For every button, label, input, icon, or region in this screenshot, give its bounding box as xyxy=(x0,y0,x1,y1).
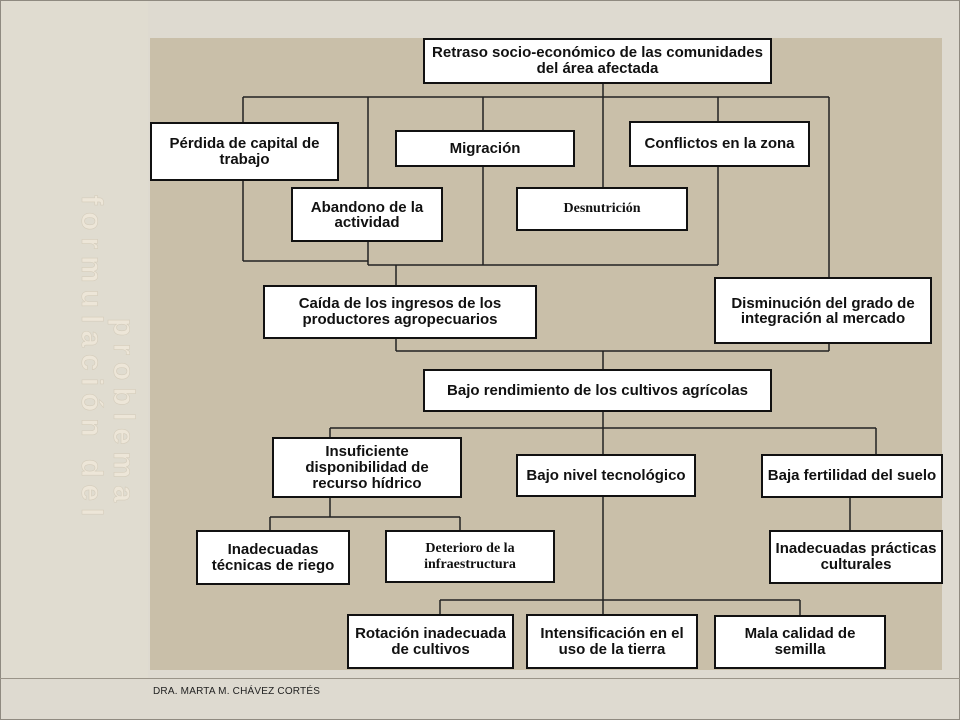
box-abandono: Abandono de la actividad xyxy=(291,187,443,242)
box-rotacion: Rotación inadecuada de cultivos xyxy=(347,614,514,669)
box-migracion: Migración xyxy=(395,130,575,167)
box-tecnicas-riego: Inadecuadas técnicas de riego xyxy=(196,530,350,585)
footer-author: DRA. MARTA M. CHÁVEZ CORTÉS xyxy=(153,686,321,697)
box-perdida-capital: Pérdida de capital de trabajo xyxy=(150,122,339,181)
box-intensificacion: Intensificación en el uso de la tierra xyxy=(526,614,698,669)
box-top-effect: Retraso socio-económico de las comunidad… xyxy=(423,38,772,84)
box-baja-fertilidad: Baja fertilidad del suelo xyxy=(761,454,943,498)
box-mala-semilla: Mala calidad de semilla xyxy=(714,615,886,669)
box-deterioro-infra: Deterioro de la infraestructura xyxy=(385,530,555,583)
box-bajo-tecnologico: Bajo nivel tecnológico xyxy=(516,454,696,497)
box-desnutricion: Desnutrición xyxy=(516,187,688,231)
box-conflictos: Conflictos en la zona xyxy=(629,121,810,167)
box-central-problem: Bajo rendimiento de los cultivos agrícol… xyxy=(423,369,772,412)
vertical-title-line1: formulación del xyxy=(75,195,108,523)
vertical-title: formulación del problema xyxy=(0,0,148,678)
vertical-title-line2: problema xyxy=(107,318,140,509)
box-caida-ingresos: Caída de los ingresos de los productores… xyxy=(263,285,537,339)
box-practicas-culturales: Inadecuadas prácticas culturales xyxy=(769,530,943,584)
side-strip xyxy=(0,0,148,678)
box-insuficiente-hidrico: Insuficiente disponibilidad de recurso h… xyxy=(272,437,462,498)
box-disminucion-integracion: Disminución del grado de integración al … xyxy=(714,277,932,344)
footer-divider xyxy=(0,678,960,679)
